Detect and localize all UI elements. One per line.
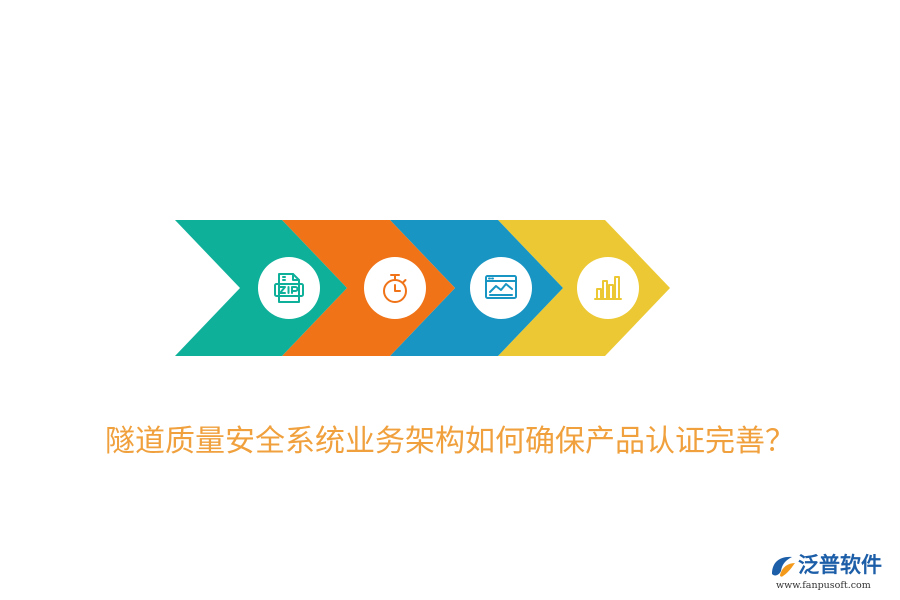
zip-file-icon <box>274 273 304 303</box>
stopwatch-icon <box>383 274 407 303</box>
step-2-icon-circle <box>364 257 426 319</box>
step-1-icon-circle <box>258 257 320 319</box>
bar-chart-icon <box>594 276 622 300</box>
fanpu-logo-icon <box>772 556 795 577</box>
page-headline: 隧道质量安全系统业务架构如何确保产品认证完善？ <box>105 424 795 459</box>
step-3-icon-circle <box>470 257 532 319</box>
line-chart-window-icon <box>485 275 517 299</box>
brand-name: 泛普软件 <box>798 553 882 577</box>
brand-watermark: 泛普软件 www.fanpusoft.com <box>768 550 892 594</box>
step-4-icon-circle <box>577 257 639 319</box>
brand-url: www.fanpusoft.com <box>776 580 871 591</box>
